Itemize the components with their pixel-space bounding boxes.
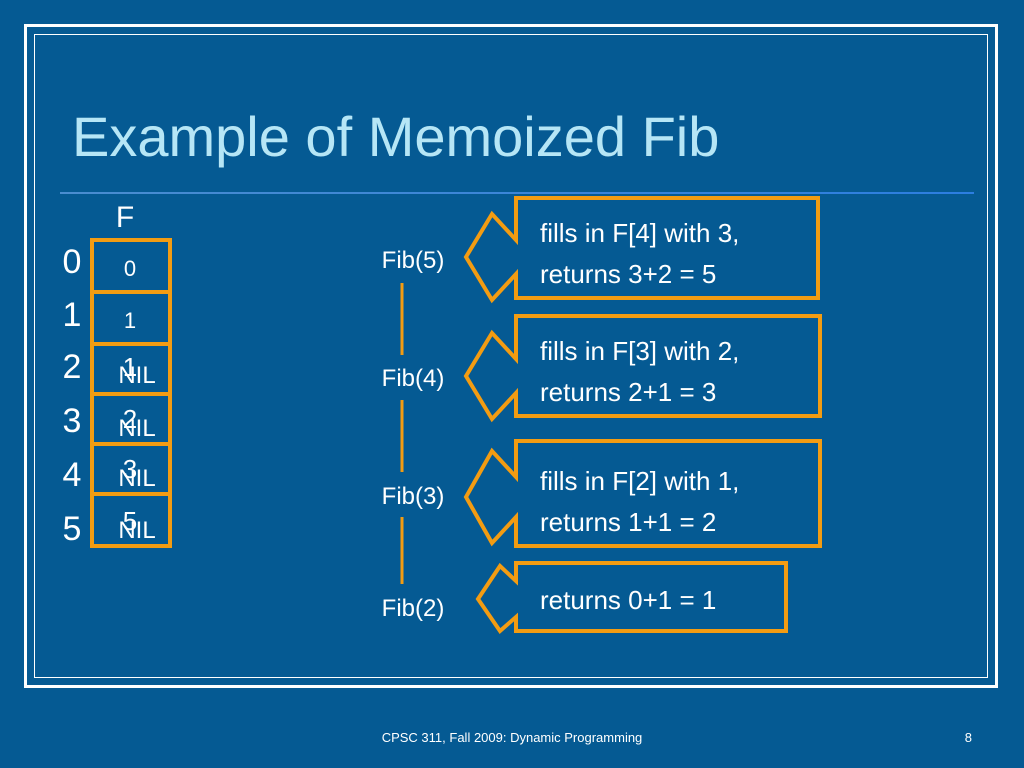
callout-text: returns 2+1 = 3 — [540, 377, 716, 407]
cell-value: 3 — [123, 454, 137, 484]
callout-box — [475, 561, 788, 634]
callouts: fills in F[4] with 3, returns 3+2 = 5 fi… — [463, 196, 822, 634]
row-index: 2 — [63, 348, 82, 386]
callout-box — [463, 196, 820, 304]
callout-text: returns 0+1 = 1 — [540, 585, 716, 615]
cell-value: 1 — [124, 308, 136, 333]
cell-nil-label: NIL — [118, 415, 155, 442]
callout-text: fills in F[2] with 1, — [540, 466, 739, 496]
cell-nil-label: NIL — [118, 517, 155, 544]
callout-box — [463, 314, 822, 423]
memo-table: F 0 1 2 3 4 5 0 1 1 2 3 5 NIL NIL NIL NI… — [63, 201, 172, 548]
callout-text: fills in F[4] with 3, — [540, 218, 739, 248]
call-chain: Fib(5) Fib(4) Fib(3) Fib(2) — [382, 247, 445, 622]
cell-value: 5 — [123, 506, 137, 536]
row-index: 0 — [63, 243, 82, 281]
table-header: F — [116, 201, 134, 234]
cell-value: 2 — [123, 404, 137, 434]
cell-value: 1 — [123, 352, 137, 382]
callout-text: fills in F[3] with 2, — [540, 336, 739, 366]
row-index: 1 — [63, 296, 82, 334]
table-cell — [90, 492, 172, 548]
cell-nil-label: NIL — [118, 362, 155, 389]
call-label: Fib(4) — [382, 365, 445, 392]
slide-inner-frame — [34, 34, 988, 678]
row-index: 3 — [63, 402, 82, 440]
title-divider — [60, 192, 974, 194]
callout-text: returns 1+1 = 2 — [540, 507, 716, 537]
slide-title: Example of Memoized Fib — [72, 105, 720, 168]
call-label: Fib(2) — [382, 595, 445, 622]
page-number: 8 — [964, 730, 972, 745]
call-label: Fib(5) — [382, 247, 445, 274]
cell-value: 0 — [124, 256, 136, 281]
slide-footer: CPSC 311, Fall 2009: Dynamic Programming — [381, 730, 643, 745]
callout-text: returns 3+2 = 5 — [540, 259, 716, 289]
row-index: 4 — [63, 456, 82, 494]
call-label: Fib(3) — [382, 483, 445, 510]
cell-nil-label: NIL — [118, 465, 155, 492]
row-index: 5 — [63, 510, 82, 548]
callout-box — [463, 439, 822, 548]
slide-outer-frame — [24, 24, 998, 688]
